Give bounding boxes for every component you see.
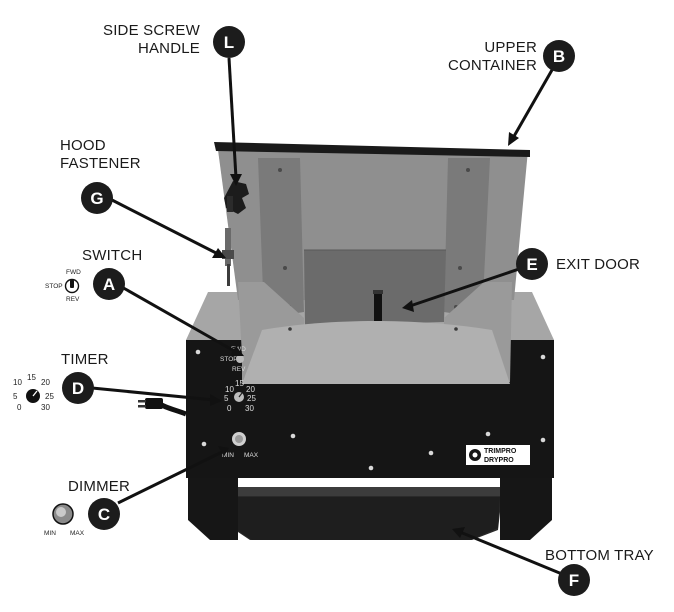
base-leg-left bbox=[188, 474, 238, 540]
svg-text:D: D bbox=[72, 379, 84, 398]
machine-timer-25: 25 bbox=[247, 394, 256, 403]
callout-arrows bbox=[91, 57, 563, 576]
hopper-front bbox=[242, 321, 510, 384]
hood-fastener bbox=[222, 228, 234, 286]
power-cord bbox=[138, 398, 187, 417]
timer-detail-25: 25 bbox=[45, 392, 54, 401]
control-box-screws bbox=[195, 349, 546, 471]
timer-detail-0: 0 bbox=[17, 403, 22, 412]
timer-detail-30: 30 bbox=[41, 403, 50, 412]
container-strap-right bbox=[444, 158, 490, 318]
svg-text:E: E bbox=[526, 255, 537, 274]
switch-detail-fwd: FWD bbox=[66, 269, 81, 276]
badge-E: E bbox=[516, 248, 548, 280]
arrow-L bbox=[227, 57, 238, 179]
badge-A: A bbox=[93, 268, 125, 300]
machine-dimmer: MIN MAX bbox=[222, 432, 259, 459]
svg-text:B: B bbox=[553, 47, 565, 66]
label-exit-door: EXIT DOOR bbox=[556, 256, 640, 273]
arrow-G bbox=[111, 198, 219, 256]
label-hood-fastener-line2: FASTENER bbox=[60, 155, 141, 172]
bottom-tray-lip bbox=[200, 487, 538, 496]
arrow-A bbox=[119, 284, 237, 354]
machine-timer: 10 15 20 5 25 0 30 bbox=[224, 379, 256, 413]
svg-text:C: C bbox=[98, 505, 110, 524]
label-dimmer: DIMMER bbox=[68, 478, 130, 495]
arrow-F bbox=[459, 530, 563, 576]
label-hood-fastener-line1: HOOD bbox=[60, 137, 106, 154]
svg-text:L: L bbox=[224, 33, 234, 52]
arrow-B bbox=[511, 69, 554, 139]
badge-D: D bbox=[62, 372, 94, 404]
timer-detail-15: 15 bbox=[27, 373, 36, 382]
label-switch: SWITCH bbox=[82, 247, 142, 264]
machine-timer-0: 0 bbox=[227, 404, 232, 413]
exit-door-handle bbox=[374, 292, 382, 328]
svg-text:G: G bbox=[90, 189, 103, 208]
svg-text:A: A bbox=[103, 275, 115, 294]
machine-timer-10: 10 bbox=[225, 385, 234, 394]
bottom-tray-basin bbox=[232, 497, 500, 540]
switch-detail-stop: STOP bbox=[45, 283, 63, 290]
label-upper-container-line2: CONTAINER bbox=[448, 57, 537, 74]
machine-switch-stop: STOP bbox=[220, 356, 238, 363]
label-upper-container-line1: UPPER bbox=[484, 39, 537, 56]
timer-detail-20: 20 bbox=[41, 378, 50, 387]
timer-detail: 10 15 20 5 25 0 30 bbox=[13, 373, 54, 412]
badge-C: C bbox=[88, 498, 120, 530]
brand-line1: TRIMPRO bbox=[484, 448, 517, 455]
base-leg-right bbox=[500, 474, 552, 540]
machine-timer-30: 30 bbox=[245, 404, 254, 413]
switch-detail-rev: REV bbox=[66, 296, 80, 303]
label-bottom-tray: BOTTOM TRAY bbox=[545, 547, 654, 564]
badge-L: L bbox=[213, 26, 245, 58]
dimmer-detail-min: MIN bbox=[44, 530, 56, 537]
svg-text:F: F bbox=[569, 571, 579, 590]
arrow-D bbox=[91, 386, 215, 402]
badge-F: F bbox=[558, 564, 590, 596]
machine-timer-20: 20 bbox=[246, 385, 255, 394]
arrow-heads bbox=[210, 132, 519, 538]
badges: L B G A E D C F bbox=[62, 26, 590, 596]
timer-detail-5: 5 bbox=[13, 392, 18, 401]
trimmer-machine: FWD STOP REV 10 15 20 5 25 0 30 MIN MAX bbox=[138, 142, 554, 540]
dimmer-detail: MIN MAX bbox=[44, 503, 85, 537]
machine-timer-5: 5 bbox=[224, 394, 229, 403]
machine-dimmer-min: MIN bbox=[222, 452, 234, 459]
label-side-screw-line1: SIDE SCREW bbox=[103, 22, 201, 39]
badge-B: B bbox=[543, 40, 575, 72]
machine-dimmer-max: MAX bbox=[244, 452, 259, 459]
machine-switch-rev: REV bbox=[232, 366, 246, 373]
arrow-E bbox=[409, 266, 523, 308]
brand-logo: TRIMPRO DRYPRO bbox=[466, 445, 530, 465]
callout-labels: SIDE SCREW HANDLE UPPER CONTAINER HOOD F… bbox=[60, 22, 654, 564]
brand-line2: DRYPRO bbox=[484, 457, 514, 464]
machine-timer-15: 15 bbox=[235, 379, 244, 388]
container-strap-left bbox=[258, 158, 304, 318]
label-timer: TIMER bbox=[61, 351, 109, 368]
label-side-screw-line2: HANDLE bbox=[138, 40, 200, 57]
upper-container-rim bbox=[214, 142, 530, 157]
arrow-C bbox=[117, 450, 223, 505]
badge-G: G bbox=[81, 182, 113, 214]
dimmer-detail-max: MAX bbox=[70, 530, 85, 537]
side-screw-handle bbox=[224, 181, 249, 214]
timer-detail-10: 10 bbox=[13, 378, 22, 387]
switch-detail: FWD STOP REV bbox=[45, 269, 81, 303]
hopper-rivets bbox=[288, 327, 458, 331]
